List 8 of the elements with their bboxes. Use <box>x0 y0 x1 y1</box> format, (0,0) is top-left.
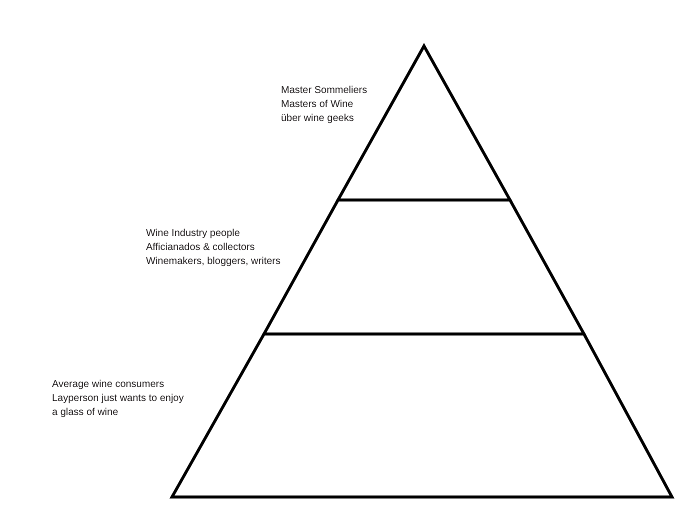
tier-caption: Master Sommeliers <box>281 84 368 98</box>
tier-caption: Layperson just wants to enjoy a glass of wine <box>52 392 185 420</box>
tier-caption: Wine Industry people <box>146 227 240 241</box>
tier-caption: Average wine consumers <box>52 378 164 392</box>
tier-caption: über wine geeks <box>281 112 354 126</box>
tier-caption: Afficianados & collectors <box>146 241 255 255</box>
tier-caption: Winemakers, bloggers, writers <box>146 255 280 269</box>
tier-caption: Masters of Wine <box>281 98 354 112</box>
